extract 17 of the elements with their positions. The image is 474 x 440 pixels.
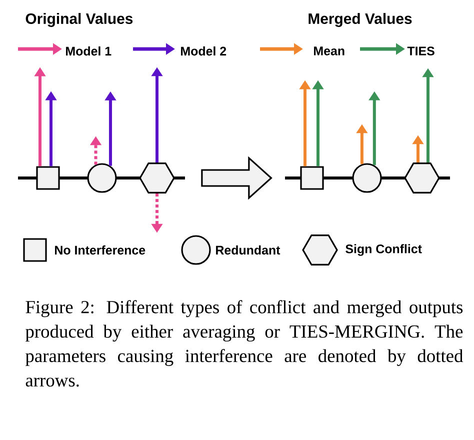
legend-label: No Interference xyxy=(55,245,146,255)
legend-label: Sign Conflict xyxy=(346,244,422,256)
panel-title: Merged Values xyxy=(308,13,412,27)
panel-title: Original Values xyxy=(26,13,133,27)
legend-label: Model 2 xyxy=(181,46,226,56)
caption: Figure 2: Different types of conflict and merged outputs produced by either averaging or TIES-MERGING. The parameters causing interference are denoted by dotted arrows. xyxy=(26,300,464,387)
parameter-circle xyxy=(352,163,382,193)
legend-label: Mean xyxy=(314,46,344,56)
legend-label: Redundant xyxy=(216,245,280,255)
parameter-hexagon xyxy=(404,162,440,194)
legend-label: Model 1 xyxy=(66,46,112,56)
legend-label: TIES xyxy=(407,46,434,56)
parameter-circle xyxy=(87,163,117,193)
parameter-hexagon xyxy=(139,162,175,194)
block-arrow xyxy=(201,156,272,200)
parameter-square xyxy=(36,166,60,190)
parameter-square xyxy=(300,166,324,190)
